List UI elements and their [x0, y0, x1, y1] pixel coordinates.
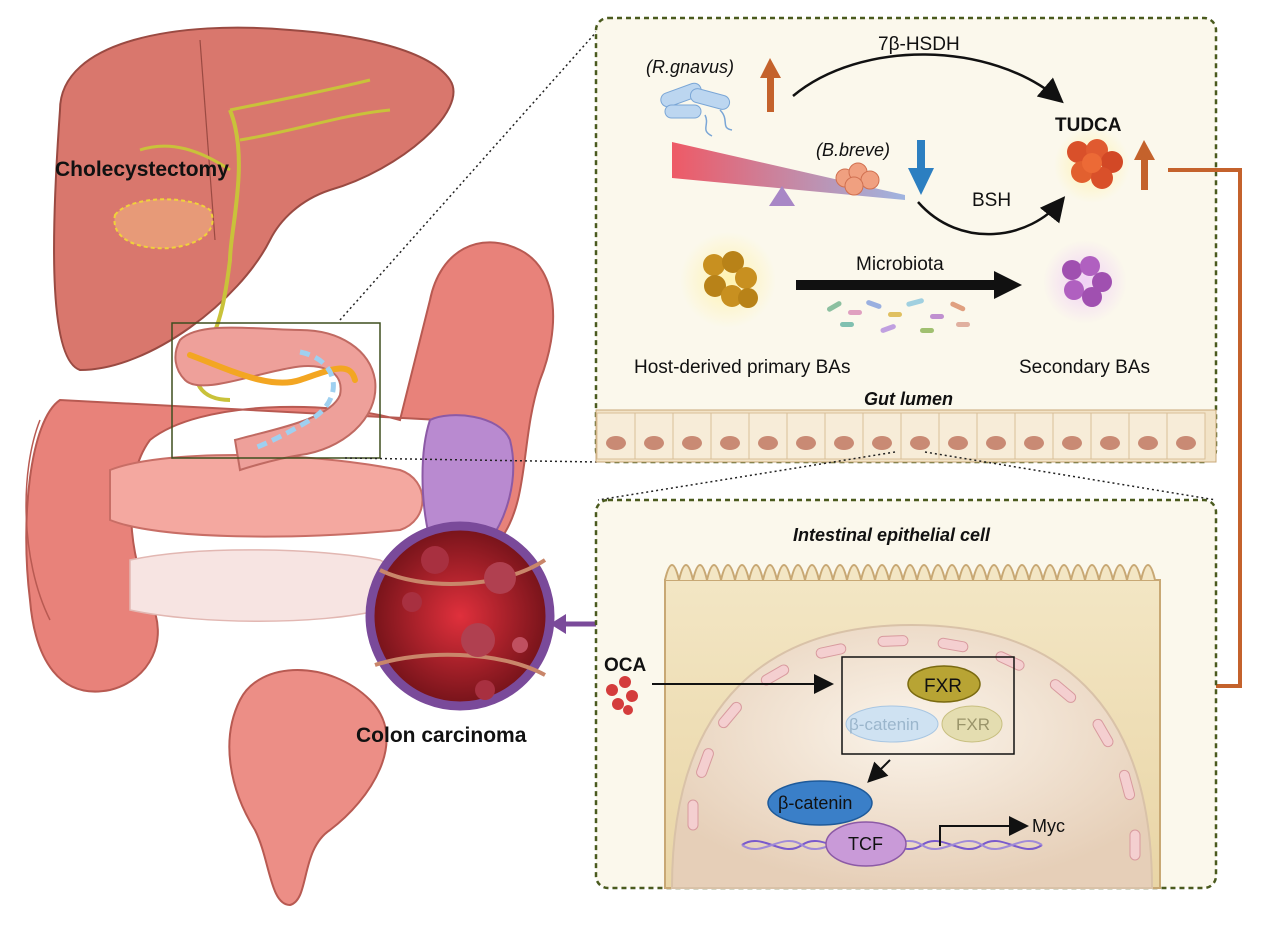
cholecystectomy-label: Cholecystectomy	[55, 158, 229, 181]
epithelial-cell-panel	[594, 498, 1218, 890]
duodenum	[174, 326, 377, 472]
complex-release-arrow	[867, 759, 891, 783]
beta-catenin-label: β-catenin	[778, 793, 852, 813]
tcf-shape	[825, 821, 907, 867]
arrow-7b-hsdh	[792, 53, 1064, 104]
microbiota-arrow	[796, 271, 1022, 299]
primary-bas-molecule-icon	[680, 232, 776, 328]
liver	[53, 26, 455, 372]
beta-catenin-faded-label: β-catenin	[849, 715, 919, 734]
arrow-bsh	[917, 196, 1066, 236]
fxr-faded-shape	[941, 705, 1003, 743]
colon-carcinoma-label: Colon carcinoma	[356, 724, 527, 747]
oca-molecule-icon	[606, 676, 638, 715]
bsh-label: BSH	[972, 190, 1011, 211]
microbiota-bacteria-icon	[826, 298, 970, 333]
r-gnavus-bacteria-icon	[660, 82, 733, 137]
fxr-active-label: FXR	[924, 676, 962, 697]
tudca-up-arrow-icon	[1134, 140, 1155, 190]
tudca-label: TUDCA	[1055, 115, 1122, 136]
secondary-bas-label: Secondary BAs	[1019, 357, 1150, 378]
removed-gallbladder-outline	[113, 198, 214, 250]
down-arrow-icon	[908, 140, 934, 195]
r-gnavus-label: (R.gnavus)	[646, 57, 734, 77]
fxr-faded-label: FXR	[956, 715, 990, 734]
colon-shape	[25, 241, 555, 693]
b-breve-bacteria-icon	[835, 162, 880, 196]
beta-catenin-shape	[767, 780, 873, 826]
epithelial-cell-label: Intestinal epithelial cell	[793, 525, 991, 545]
myc-transcription-arrow	[939, 816, 1029, 846]
zoom-box	[171, 322, 381, 459]
tudca-molecule-icon	[1054, 127, 1130, 203]
myc-label: Myc	[1032, 816, 1065, 836]
rectum	[228, 669, 388, 907]
secondary-bas-molecule-icon	[1043, 240, 1127, 324]
anatomy-illustration	[25, 26, 599, 907]
gut-lumen-label: Gut lumen	[864, 389, 953, 409]
affected-colon-segment	[421, 414, 515, 541]
enzyme-7b-hsdh-label: 7β-HSDH	[878, 34, 960, 55]
fxr-complex-box	[841, 656, 1015, 755]
beta-catenin-faded-shape	[845, 705, 939, 743]
b-breve-label: (B.breve)	[816, 140, 890, 160]
epithelial-cell-row	[596, 412, 1206, 460]
primary-bas-label: Host-derived primary BAs	[634, 357, 850, 378]
tcf-label: TCF	[848, 834, 883, 854]
tumor-magnified-circle	[365, 521, 555, 711]
up-arrow-icon	[760, 58, 781, 112]
oca-label: OCA	[604, 655, 647, 676]
microbiota-label: Microbiota	[856, 254, 944, 275]
small-intestine	[109, 454, 424, 538]
fxr-active-shape	[907, 665, 981, 703]
